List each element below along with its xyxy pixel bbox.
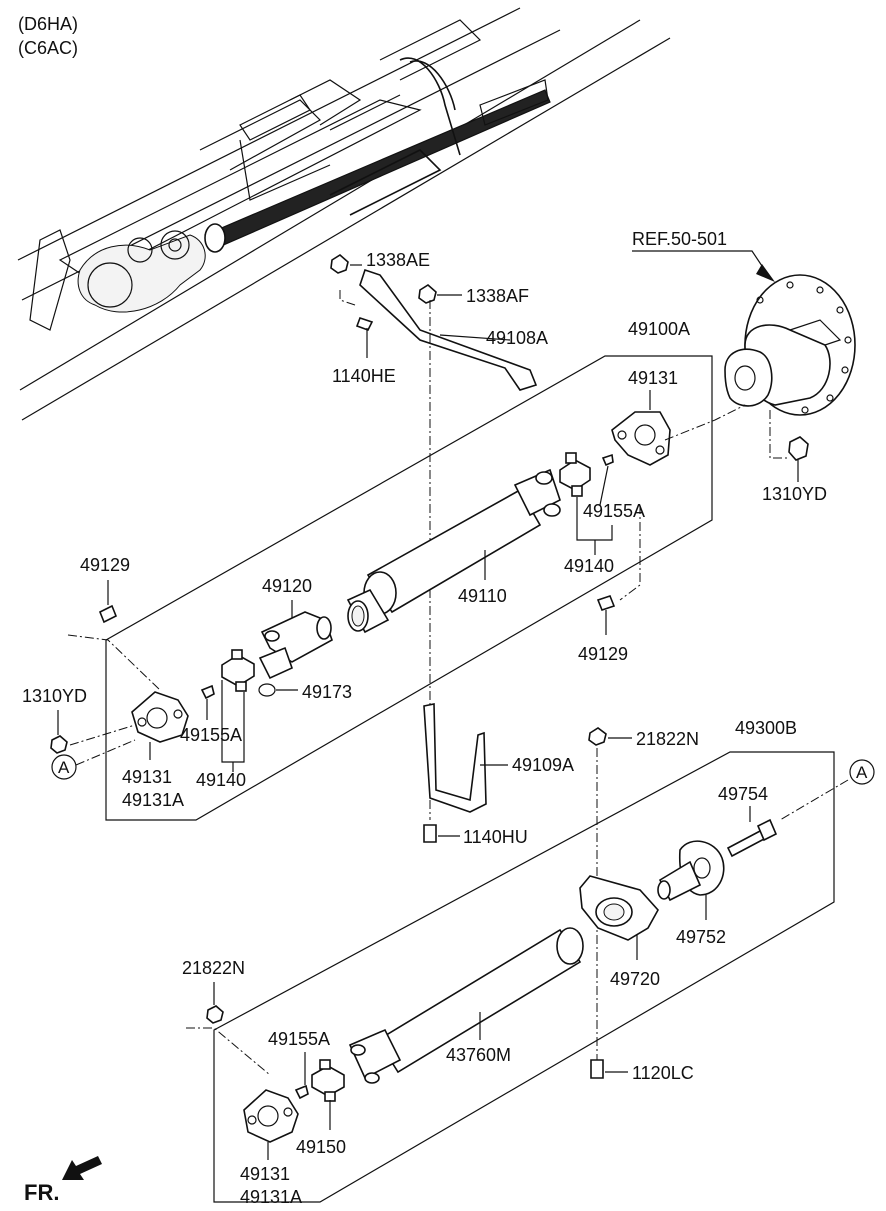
label-49131-low: 49131: [240, 1164, 290, 1184]
label-49300B: 49300B: [735, 718, 797, 738]
bolt-49754: [726, 818, 778, 858]
label-49108A: 49108A: [486, 328, 548, 348]
label-49100A: 49100A: [628, 319, 690, 339]
ref-arrow-icon: [756, 264, 775, 282]
label-49150: 49150: [296, 1137, 346, 1157]
front-direction-label: FR.: [24, 1180, 59, 1205]
label-1338AE: 1338AE: [366, 250, 430, 270]
label-49140-top: 49140: [564, 556, 614, 576]
circle-marker-A-left: [51, 754, 77, 780]
slip-yoke-49120: [258, 611, 333, 680]
nut-21822N-mid: [588, 727, 607, 746]
label-49720: 49720: [610, 969, 660, 989]
label-49140-left: 49140: [196, 770, 246, 790]
nut-1310YD-left: [50, 735, 68, 754]
label-1338AF: 1338AF: [466, 286, 529, 306]
bolt-49129-right: [596, 595, 616, 611]
label-1140HU: 1140HU: [463, 827, 528, 847]
vehicle-frame-illustration: [17, 7, 671, 421]
marker-A-left-text: A: [58, 758, 70, 777]
label-49129-right: 49129: [578, 644, 628, 664]
flange-yoke-49131-top: [611, 411, 671, 466]
label-49131-top: 49131: [628, 368, 678, 388]
label-49110: 49110: [458, 586, 507, 606]
o-ring-49173: [258, 683, 276, 697]
label-43760M: 43760M: [446, 1045, 511, 1065]
front-shaft-43760M: [348, 927, 584, 1084]
label-49752: 49752: [676, 927, 726, 947]
ref-label: REF.50-501: [632, 229, 727, 249]
universal-joint-49150: [294, 1059, 345, 1102]
label-1140HE: 1140HE: [332, 366, 396, 386]
flange-yoke-49131-low: [243, 1089, 299, 1143]
arrow-fr-icon: [62, 1156, 102, 1180]
universal-joint-49140-top: [559, 452, 614, 497]
label-1310YD-left: 1310YD: [22, 686, 87, 706]
label-49173: 49173: [302, 682, 352, 702]
bolt-1140HE: [355, 316, 374, 331]
strap-49109A: [423, 703, 487, 813]
ref-leader: [632, 250, 767, 273]
label-49131-left: 49131: [122, 767, 172, 787]
label-49131A-left: 49131A: [122, 790, 184, 810]
label-49131A-low: 49131A: [240, 1187, 302, 1207]
hanger-bracket-49108A: [359, 268, 538, 391]
nut-1338AE: [330, 254, 349, 274]
rear-differential: [724, 274, 856, 416]
label-49155A-low: 49155A: [268, 1029, 330, 1049]
label-49754: 49754: [718, 784, 768, 804]
label-21822N-mid: 21822N: [636, 729, 699, 749]
universal-joint-49140-left: [200, 649, 255, 700]
bolt-1120LC: [590, 1059, 604, 1079]
nut-1338AF: [418, 284, 437, 304]
transmission-code: (C6AC): [18, 38, 78, 58]
bolt-49129-left: [98, 604, 118, 624]
label-49129-left: 49129: [80, 555, 130, 575]
label-49120: 49120: [262, 576, 312, 596]
propeller-tube-49110: [346, 468, 561, 634]
label-1310YD-right: 1310YD: [762, 484, 827, 504]
diff-bolt-line: [769, 410, 790, 459]
bolt-1140HU: [423, 824, 437, 843]
engine-code: (D6HA): [18, 14, 78, 34]
label-21822N-low: 21822N: [182, 958, 245, 978]
label-49109A: 49109A: [512, 755, 574, 775]
assembly-frame-49100A: [105, 355, 713, 821]
nut-1310YD-right: [788, 436, 809, 461]
companion-flange-49752: [657, 840, 725, 902]
center-bearing-49720: [579, 875, 659, 941]
flange-yoke-49131-left: [131, 691, 189, 743]
label-1120LC: 1120LC: [632, 1063, 694, 1083]
assembly-frame-49300B: [213, 751, 835, 1203]
label-49155A-left: 49155A: [180, 725, 242, 745]
nut-21822N-low: [206, 1005, 224, 1024]
label-49155A-top: 49155A: [583, 501, 645, 521]
marker-A-right-text: A: [856, 763, 868, 782]
circle-marker-A-right: [849, 759, 875, 785]
